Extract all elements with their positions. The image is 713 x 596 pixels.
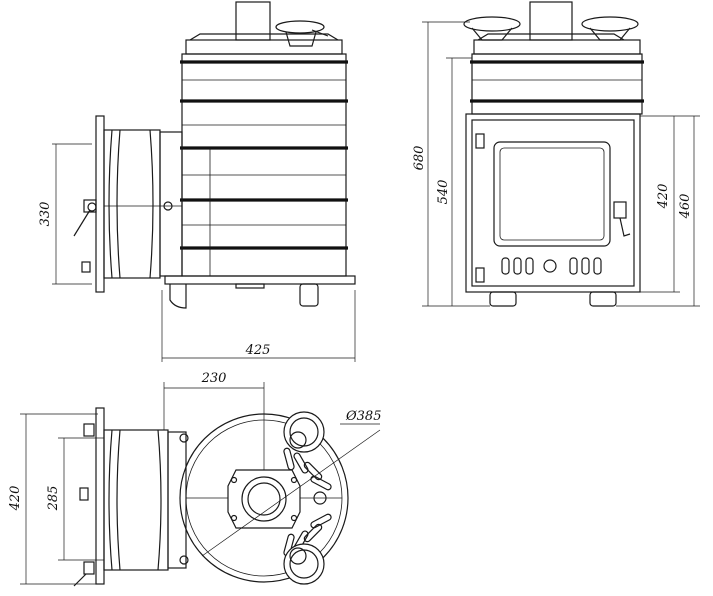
top-view (20, 382, 381, 587)
grill-slots (283, 447, 332, 557)
dim-label-330: 330 (38, 202, 53, 227)
dim-label-285: 285 (46, 486, 61, 512)
dim-label-diameter-385: Ø385 (345, 409, 381, 424)
dim-label-680: 680 (412, 146, 427, 171)
front-view (422, 1, 700, 307)
top-knob-upper (283, 411, 325, 453)
dim-label-425: 425 (245, 343, 271, 358)
top-knob-lower (283, 543, 325, 585)
side-view (52, 1, 356, 362)
dim-label-540: 540 (436, 180, 451, 205)
dim-label-460: 460 (678, 194, 693, 220)
dim-label-420-top: 420 (8, 486, 23, 512)
dim-label-420-front: 420 (656, 184, 671, 210)
dim-label-230: 230 (201, 371, 227, 386)
